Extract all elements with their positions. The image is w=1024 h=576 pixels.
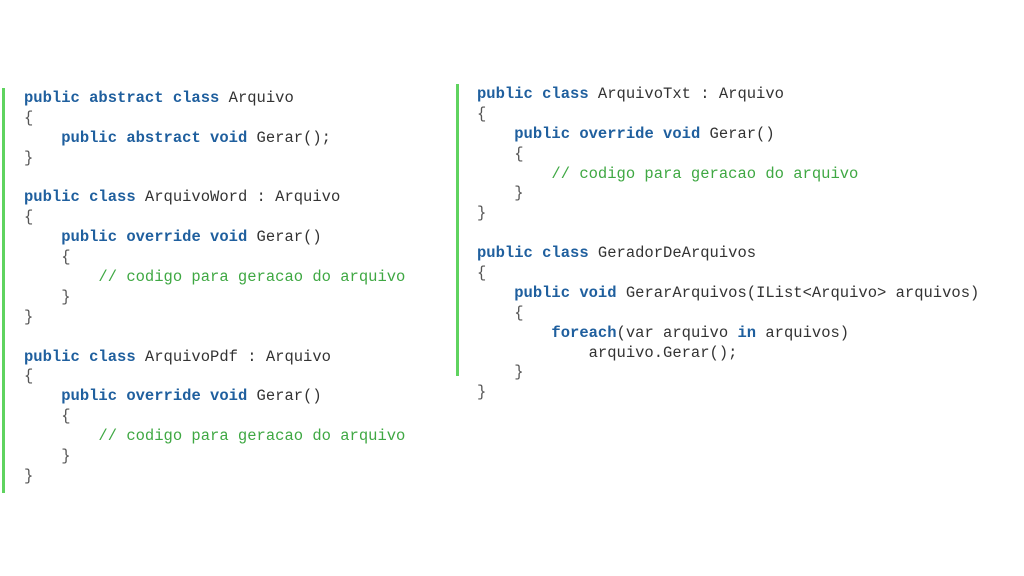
code-token: (var arquivo xyxy=(616,323,738,342)
code-line: public void GerarArquivos(IList<Arquivo>… xyxy=(477,284,979,304)
code-line: public class ArquivoWord : Arquivo xyxy=(24,188,405,208)
blank-line xyxy=(24,328,405,348)
code-line: } xyxy=(24,288,405,308)
code-token: Arquivo xyxy=(219,89,294,107)
code-token: Gerar() xyxy=(247,387,322,406)
code-line: } xyxy=(477,184,979,204)
code-line: public abstract class Arquivo xyxy=(24,89,405,109)
brace-token: } xyxy=(477,383,487,402)
code-line: { xyxy=(477,264,979,284)
brace-token: } xyxy=(24,447,71,466)
code-line: { xyxy=(477,105,979,125)
keyword-token: public override void xyxy=(61,387,248,406)
code-line: // codigo para geracao do arquivo xyxy=(24,268,405,288)
brace-token: { xyxy=(477,303,524,322)
comment-token: // codigo para geracao do arquivo xyxy=(477,164,859,183)
brace-token: { xyxy=(24,407,71,426)
code-line: } xyxy=(24,467,405,487)
brace-token: { xyxy=(477,104,487,123)
code-line: } xyxy=(477,383,979,403)
code-line: arquivo.Gerar(); xyxy=(477,344,979,364)
code-line: } xyxy=(24,149,405,169)
code-line: foreach(var arquivo in arquivos) xyxy=(477,324,979,344)
code-line: public override void Gerar() xyxy=(24,387,405,407)
code-line: { xyxy=(477,145,979,165)
code-line: { xyxy=(24,367,405,387)
blank-line xyxy=(24,169,405,189)
brace-token: { xyxy=(477,264,487,283)
code-token: GeradorDeArquivos xyxy=(588,244,757,263)
keyword-token: public abstract void xyxy=(61,128,248,147)
code-line: public override void Gerar() xyxy=(24,228,405,248)
code-line: public class ArquivoPdf : Arquivo xyxy=(24,348,405,368)
code-token: Gerar(); xyxy=(247,128,331,147)
keyword-token: public class xyxy=(24,347,136,366)
code-line: { xyxy=(24,248,405,268)
code-token: GerarArquivos(IList<Arquivo> arquivos) xyxy=(616,283,980,302)
keyword-token: public abstract class xyxy=(24,89,220,107)
comment-token: // codigo para geracao do arquivo xyxy=(24,427,406,446)
code-token: arquivo.Gerar(); xyxy=(477,343,738,362)
left-code-block: public abstract class Arquivo{ public ab… xyxy=(24,89,405,487)
code-token xyxy=(24,387,61,405)
right-code-block: public class ArquivoTxt : Arquivo{ publi… xyxy=(477,85,979,403)
code-token: ArquivoTxt : Arquivo xyxy=(588,85,784,103)
brace-token: } xyxy=(477,184,524,203)
code-line: { xyxy=(24,109,405,129)
right-accent-bar xyxy=(456,84,459,376)
code-line: { xyxy=(477,304,979,324)
code-token xyxy=(477,284,514,302)
brace-token: } xyxy=(24,287,71,306)
brace-token: { xyxy=(24,208,34,227)
code-line: } xyxy=(477,363,979,383)
keyword-token: public class xyxy=(24,188,136,207)
code-token xyxy=(477,125,514,143)
code-line: public override void Gerar() xyxy=(477,125,979,145)
code-line: // codigo para geracao do arquivo xyxy=(24,427,405,447)
code-token: arquivos) xyxy=(756,323,850,342)
code-line: { xyxy=(24,208,405,228)
brace-token: } xyxy=(24,466,34,485)
blank-line xyxy=(477,224,979,244)
brace-token: { xyxy=(477,144,524,163)
code-token: ArquivoPdf : Arquivo xyxy=(135,347,331,366)
keyword-token: public class xyxy=(477,244,589,263)
code-token: Gerar() xyxy=(247,228,322,247)
code-line: public class ArquivoTxt : Arquivo xyxy=(477,85,979,105)
code-line: public class GeradorDeArquivos xyxy=(477,244,979,264)
code-line: public abstract void Gerar(); xyxy=(24,129,405,149)
code-line: { xyxy=(24,407,405,427)
code-token: ArquivoWord : Arquivo xyxy=(135,188,341,207)
keyword-token: foreach xyxy=(551,323,617,342)
keyword-token: in xyxy=(737,323,757,342)
code-token xyxy=(477,324,551,342)
brace-token: { xyxy=(24,108,34,127)
brace-token: { xyxy=(24,248,71,267)
brace-token: } xyxy=(477,204,487,223)
brace-token: { xyxy=(24,367,34,386)
keyword-token: public override void xyxy=(514,124,701,143)
code-line: } xyxy=(24,308,405,328)
keyword-token: public override void xyxy=(61,228,248,247)
code-line: } xyxy=(477,204,979,224)
comment-token: // codigo para geracao do arquivo xyxy=(24,268,406,287)
left-accent-bar xyxy=(2,88,5,493)
code-line: // codigo para geracao do arquivo xyxy=(477,165,979,185)
code-token: Gerar() xyxy=(700,124,775,143)
code-token xyxy=(24,228,61,246)
keyword-token: public void xyxy=(514,283,617,302)
brace-token: } xyxy=(24,148,34,167)
code-token xyxy=(24,129,61,147)
brace-token: } xyxy=(24,307,34,326)
keyword-token: public class xyxy=(477,85,589,103)
brace-token: } xyxy=(477,363,524,382)
code-line: } xyxy=(24,447,405,467)
